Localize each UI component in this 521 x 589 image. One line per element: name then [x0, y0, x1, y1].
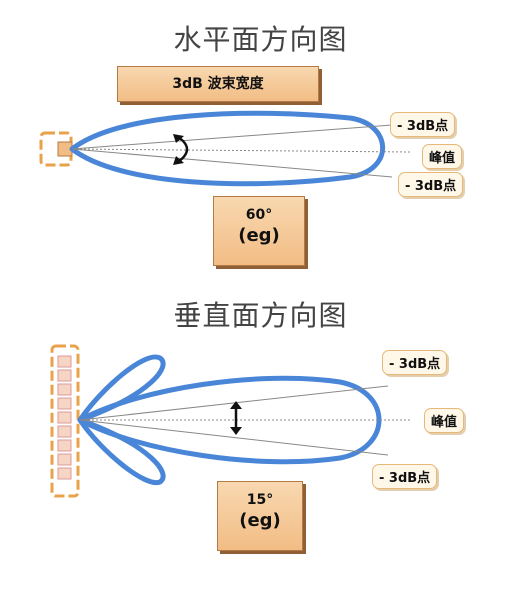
vertical-main-lobe: [77, 375, 382, 465]
horizontal-peak-line: [71, 148, 411, 153]
vertical-callout-3db-upper: - 3dB点: [382, 350, 448, 375]
horizontal-3db-line-upper: [71, 124, 393, 150]
horizontal-callout-3db-upper: - 3dB点: [390, 112, 456, 137]
horizontal-angle-note: (eg): [238, 225, 280, 246]
vertical-angle-value: 15°: [246, 492, 274, 508]
horizontal-title: 水平面方向图: [173, 23, 348, 56]
vertical-callout-peak: 峰值: [424, 408, 465, 433]
vertical-title: 垂直面方向图: [173, 299, 348, 332]
horizontal-angle-box: 60° (eg): [213, 196, 305, 266]
vertical-3db-line-upper: [79, 385, 389, 421]
vertical-callout-3db-lower: - 3dB点: [372, 464, 438, 489]
vertical-upper-side-lobe: [77, 354, 166, 423]
horizontal-callout-peak: 峰值: [422, 144, 463, 169]
beamwidth-label-box: 3dB 波束宽度: [117, 66, 319, 102]
vertical-angle-box: 15° (eg): [217, 481, 303, 551]
double-arrow-icon: [173, 134, 189, 165]
horizontal-main-lobe: [69, 110, 386, 187]
horizontal-callout-3db-lower: - 3dB点: [398, 172, 464, 197]
horizontal-pattern: [39, 110, 411, 187]
vertical-angle-note: (eg): [239, 510, 281, 531]
antenna-horizontal-icon: [39, 131, 73, 167]
double-arrow-icon: [230, 401, 242, 435]
vertical-lower-side-lobe: [77, 417, 166, 486]
vertical-3db-line-lower: [79, 419, 389, 456]
antenna-array-icon: [50, 344, 80, 498]
vertical-pattern: [50, 344, 410, 498]
horizontal-3db-line-lower: [71, 148, 393, 178]
horizontal-angle-value: 60°: [245, 207, 273, 223]
